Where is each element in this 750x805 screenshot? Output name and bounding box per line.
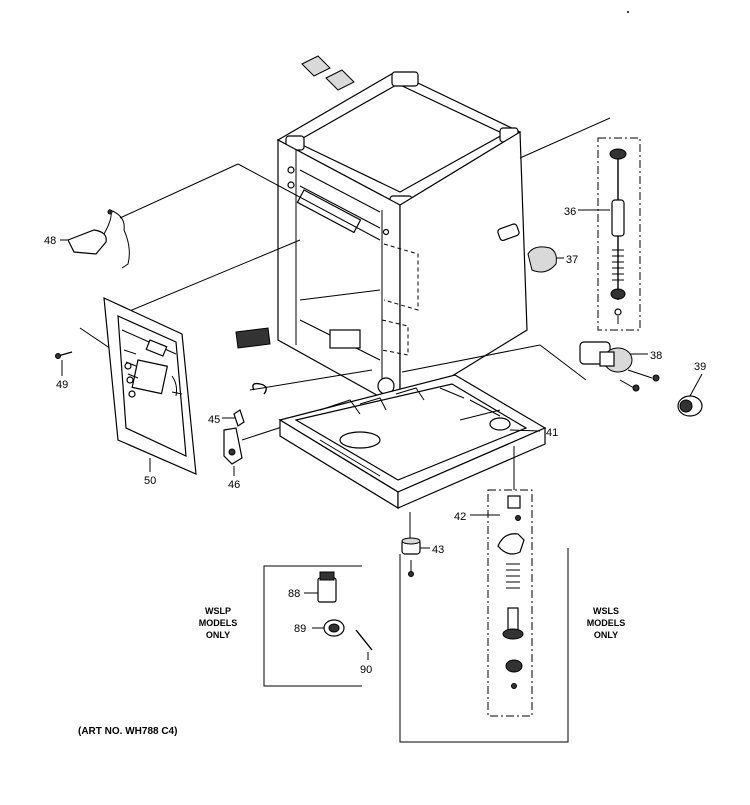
drain-pump bbox=[579, 341, 660, 392]
wslp-group bbox=[263, 565, 373, 687]
wsls-note-line3: ONLY bbox=[594, 630, 618, 640]
callout-90: 90 bbox=[360, 664, 372, 676]
leveling-assembly bbox=[487, 446, 533, 717]
lid-switch bbox=[67, 208, 130, 269]
stray-mark bbox=[627, 11, 629, 13]
callout-39: 39 bbox=[694, 361, 706, 373]
screw-49 bbox=[55, 351, 73, 359]
foot-43 bbox=[401, 512, 421, 577]
callout-43: 43 bbox=[432, 544, 444, 556]
wslp-note-line3: ONLY bbox=[206, 630, 230, 640]
callout-45: 45 bbox=[208, 414, 220, 426]
callout-36: 36 bbox=[564, 206, 576, 218]
callout-37: 37 bbox=[566, 254, 578, 266]
wslp-note: WSLP MODELS ONLY bbox=[199, 606, 238, 640]
callout-46: 46 bbox=[228, 479, 240, 491]
hose-fitting bbox=[677, 373, 703, 417]
bracket-45-46 bbox=[223, 382, 267, 465]
wsls-note-line2: MODELS bbox=[587, 618, 626, 628]
callout-49: 49 bbox=[56, 379, 68, 391]
callout-48: 48 bbox=[44, 235, 56, 247]
callouts: 36 37 38 39 41 42 43 45 46 48 49 50 88 8… bbox=[44, 206, 706, 676]
art-number: (ART NO. WH788 C4) bbox=[78, 726, 177, 737]
callout-50: 50 bbox=[144, 475, 156, 487]
callout-42: 42 bbox=[454, 511, 466, 523]
wslp-note-line1: WSLP bbox=[205, 606, 231, 616]
wslp-note-line2: MODELS bbox=[199, 618, 238, 628]
callout-41: 41 bbox=[546, 427, 558, 439]
clip-part bbox=[527, 246, 557, 273]
wsls-group bbox=[399, 548, 569, 743]
front-panel bbox=[103, 297, 197, 475]
cabinet bbox=[276, 71, 528, 410]
rating-label bbox=[235, 327, 271, 349]
base bbox=[278, 374, 547, 510]
callout-88: 88 bbox=[288, 588, 300, 600]
callout-89: 89 bbox=[294, 623, 306, 635]
warning-labels bbox=[301, 55, 355, 91]
wsls-note: WSLS MODELS ONLY bbox=[587, 606, 626, 640]
callout-38: 38 bbox=[650, 350, 662, 362]
wsls-note-line1: WSLS bbox=[593, 606, 619, 616]
suspension-assembly bbox=[597, 137, 641, 331]
